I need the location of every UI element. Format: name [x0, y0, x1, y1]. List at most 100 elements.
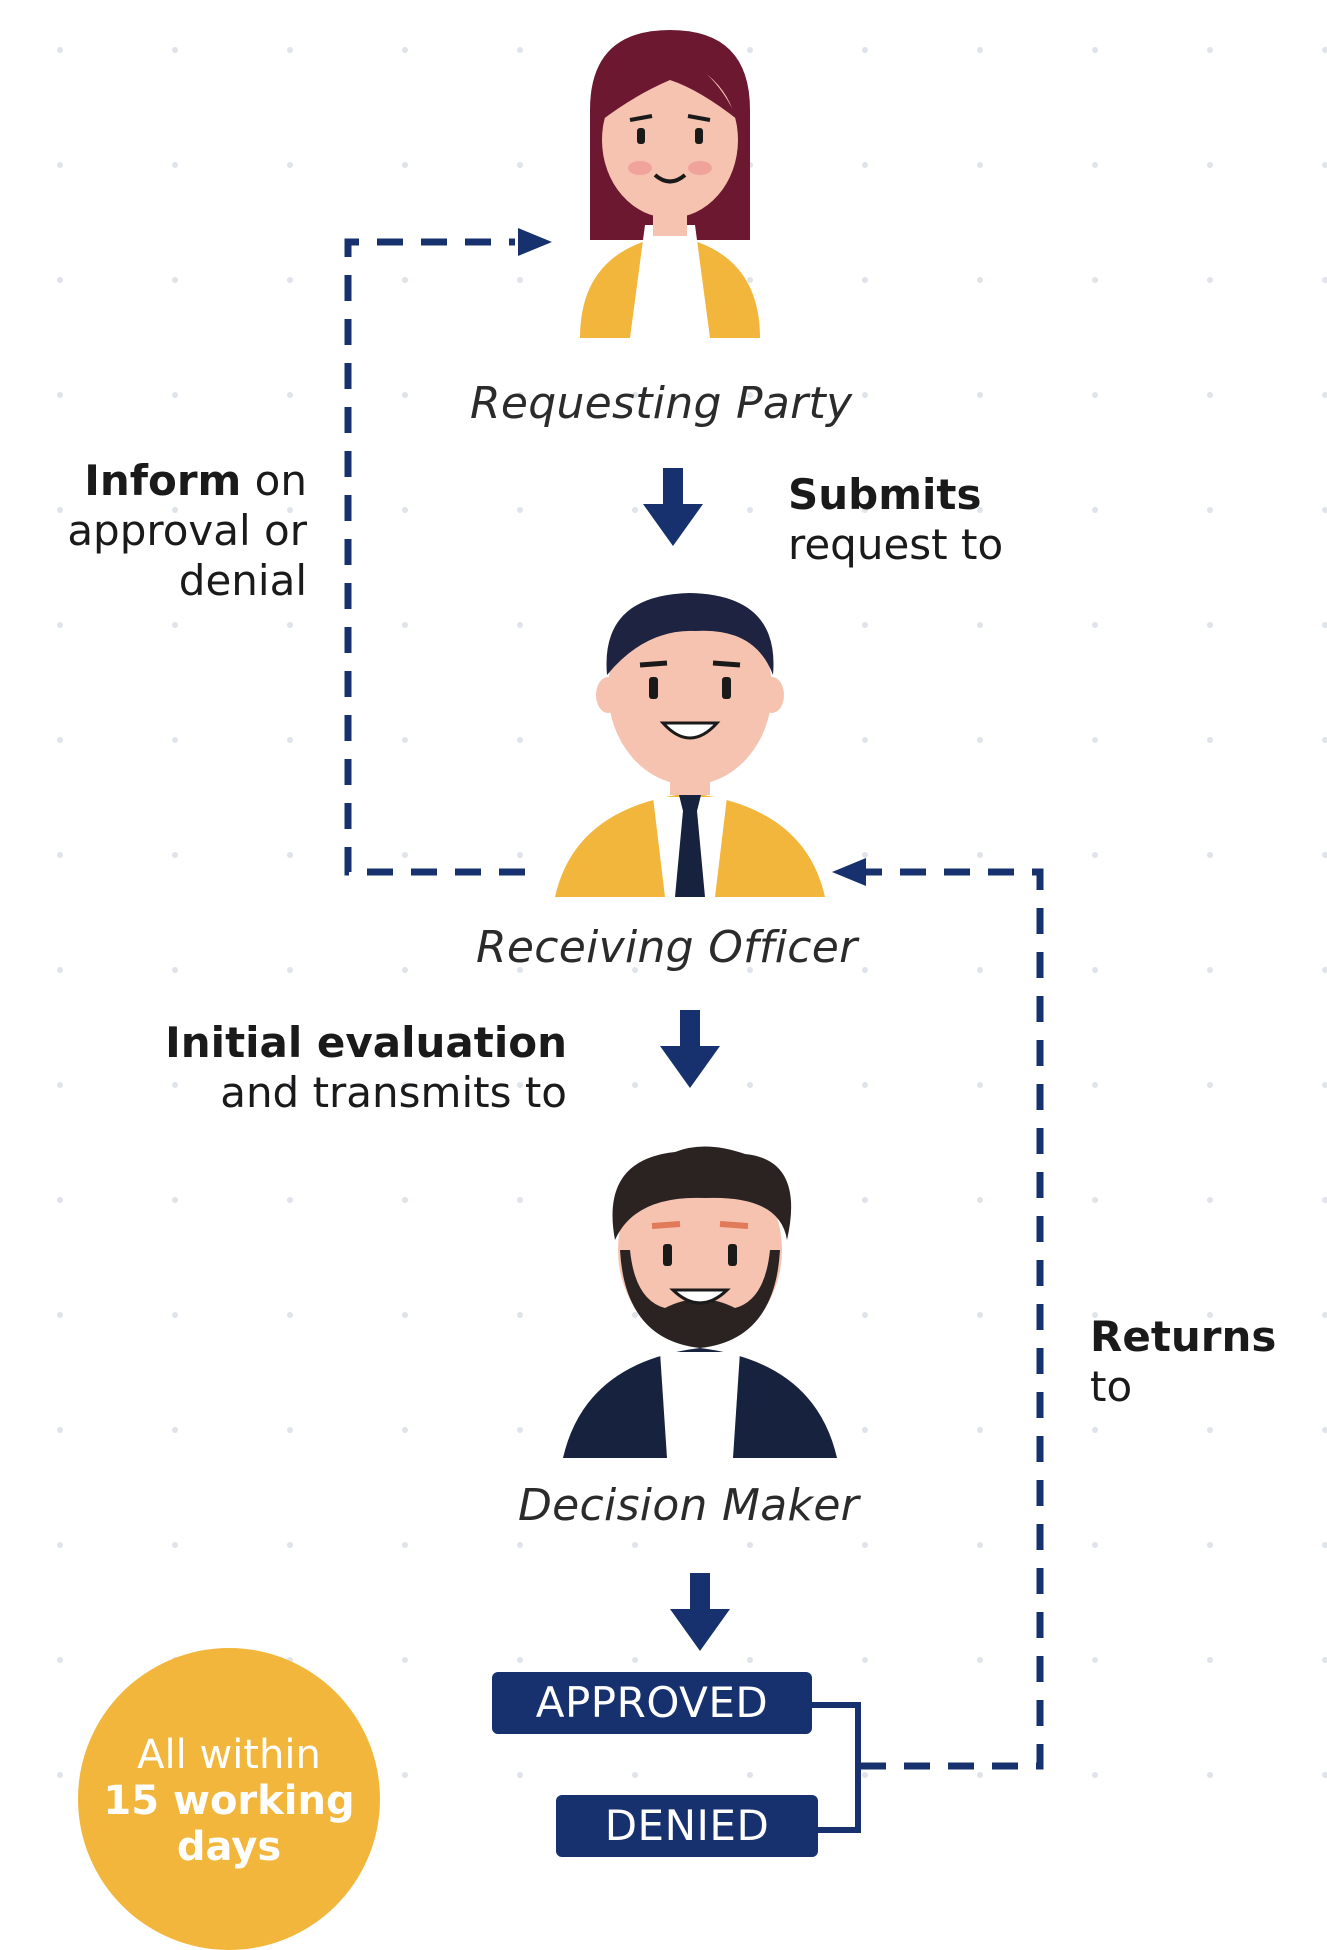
background-dot — [1207, 47, 1213, 53]
background-dot — [172, 277, 178, 283]
background-dot — [862, 507, 868, 513]
background-dot — [517, 162, 523, 168]
background-dot — [862, 1197, 868, 1203]
background-dot — [402, 852, 408, 858]
background-dot — [1092, 507, 1098, 513]
background-dot — [977, 1427, 983, 1433]
background-dot — [1207, 507, 1213, 513]
arrow-right-icon — [518, 228, 552, 256]
background-dot — [1322, 1312, 1327, 1318]
background-dot — [747, 1542, 753, 1548]
background-dot — [402, 1427, 408, 1433]
background-dot — [977, 1772, 983, 1778]
background-dot — [747, 277, 753, 283]
background-dot — [517, 1542, 523, 1548]
background-dot — [402, 47, 408, 53]
background-dot — [402, 277, 408, 283]
background-dot — [977, 1542, 983, 1548]
background-dot — [1322, 1657, 1327, 1663]
submits-rest: request to — [788, 520, 1004, 569]
background-dot — [172, 1542, 178, 1548]
man-tie-avatar-icon — [555, 593, 825, 897]
background-dot — [747, 392, 753, 398]
background-dot — [1322, 1082, 1327, 1088]
outcome-bracket — [812, 1702, 868, 1833]
background-dot — [1322, 47, 1327, 53]
background-dot — [1207, 1427, 1213, 1433]
inform-bold: Inform — [84, 456, 242, 505]
inform-step-text: Inform on approval or denial — [67, 456, 307, 606]
background-dot — [517, 1312, 523, 1318]
background-dot — [632, 1657, 638, 1663]
initial-evaluation-text: Initial evaluation and transmits to — [165, 1018, 567, 1118]
background-dot — [287, 1082, 293, 1088]
background-dot — [1207, 277, 1213, 283]
arrow-down-icon — [670, 1573, 730, 1651]
background-dot — [517, 392, 523, 398]
background-dot — [977, 737, 983, 743]
background-dot — [287, 852, 293, 858]
background-dot — [977, 392, 983, 398]
bearded-man-avatar-icon — [563, 1146, 837, 1458]
background-dot — [57, 1542, 63, 1548]
background-dot — [1207, 852, 1213, 858]
background-dot — [402, 967, 408, 973]
background-dot — [57, 967, 63, 973]
background-dot — [862, 1312, 868, 1318]
background-dot — [1092, 737, 1098, 743]
background-dot — [57, 622, 63, 628]
background-dot — [862, 47, 868, 53]
background-dot — [1322, 1772, 1327, 1778]
background-dot — [1207, 392, 1213, 398]
background-dot — [517, 1427, 523, 1433]
background-dot — [747, 507, 753, 513]
background-dot — [287, 392, 293, 398]
background-dot — [57, 162, 63, 168]
background-dot — [1092, 1772, 1098, 1778]
background-dot — [1322, 162, 1327, 168]
background-dot — [747, 1082, 753, 1088]
background-dot — [977, 1082, 983, 1088]
background-dot — [747, 1657, 753, 1663]
denied-badge: DENIED — [556, 1795, 818, 1857]
background-dot — [402, 1082, 408, 1088]
background-dot — [517, 1197, 523, 1203]
background-dot — [402, 507, 408, 513]
submits-step-text: Submits request to — [788, 470, 1003, 570]
flow-connectors — [344, 228, 1044, 1833]
background-dot — [1092, 852, 1098, 858]
background-dot — [402, 1542, 408, 1548]
background-dot — [57, 1772, 63, 1778]
background-dot — [747, 1772, 753, 1778]
background-dot — [172, 392, 178, 398]
background-dot — [517, 277, 523, 283]
background-dot — [1092, 622, 1098, 628]
background-dot — [632, 1772, 638, 1778]
background-dot — [1207, 1772, 1213, 1778]
background-dot — [287, 1427, 293, 1433]
background-dot — [172, 1197, 178, 1203]
deadline-line2: 15 working — [103, 1778, 355, 1824]
background-dot — [517, 737, 523, 743]
background-dot — [172, 47, 178, 53]
background-dot — [1207, 1082, 1213, 1088]
background-dot — [977, 1197, 983, 1203]
background-dot — [517, 47, 523, 53]
background-dot — [57, 1312, 63, 1318]
background-dot — [172, 1312, 178, 1318]
background-dot — [57, 852, 63, 858]
background-dot — [287, 737, 293, 743]
background-dot — [632, 1542, 638, 1548]
background-dot — [1207, 967, 1213, 973]
inform-rest3: denial — [178, 556, 307, 605]
background-dot — [862, 392, 868, 398]
initial-rest: and transmits to — [220, 1068, 567, 1117]
background-dot — [1207, 622, 1213, 628]
background-dot — [517, 967, 523, 973]
background-dot — [287, 507, 293, 513]
background-dot — [1092, 1542, 1098, 1548]
background-dot — [862, 1427, 868, 1433]
background-dot — [632, 507, 638, 513]
background-dot — [862, 967, 868, 973]
background-dot — [862, 1657, 868, 1663]
